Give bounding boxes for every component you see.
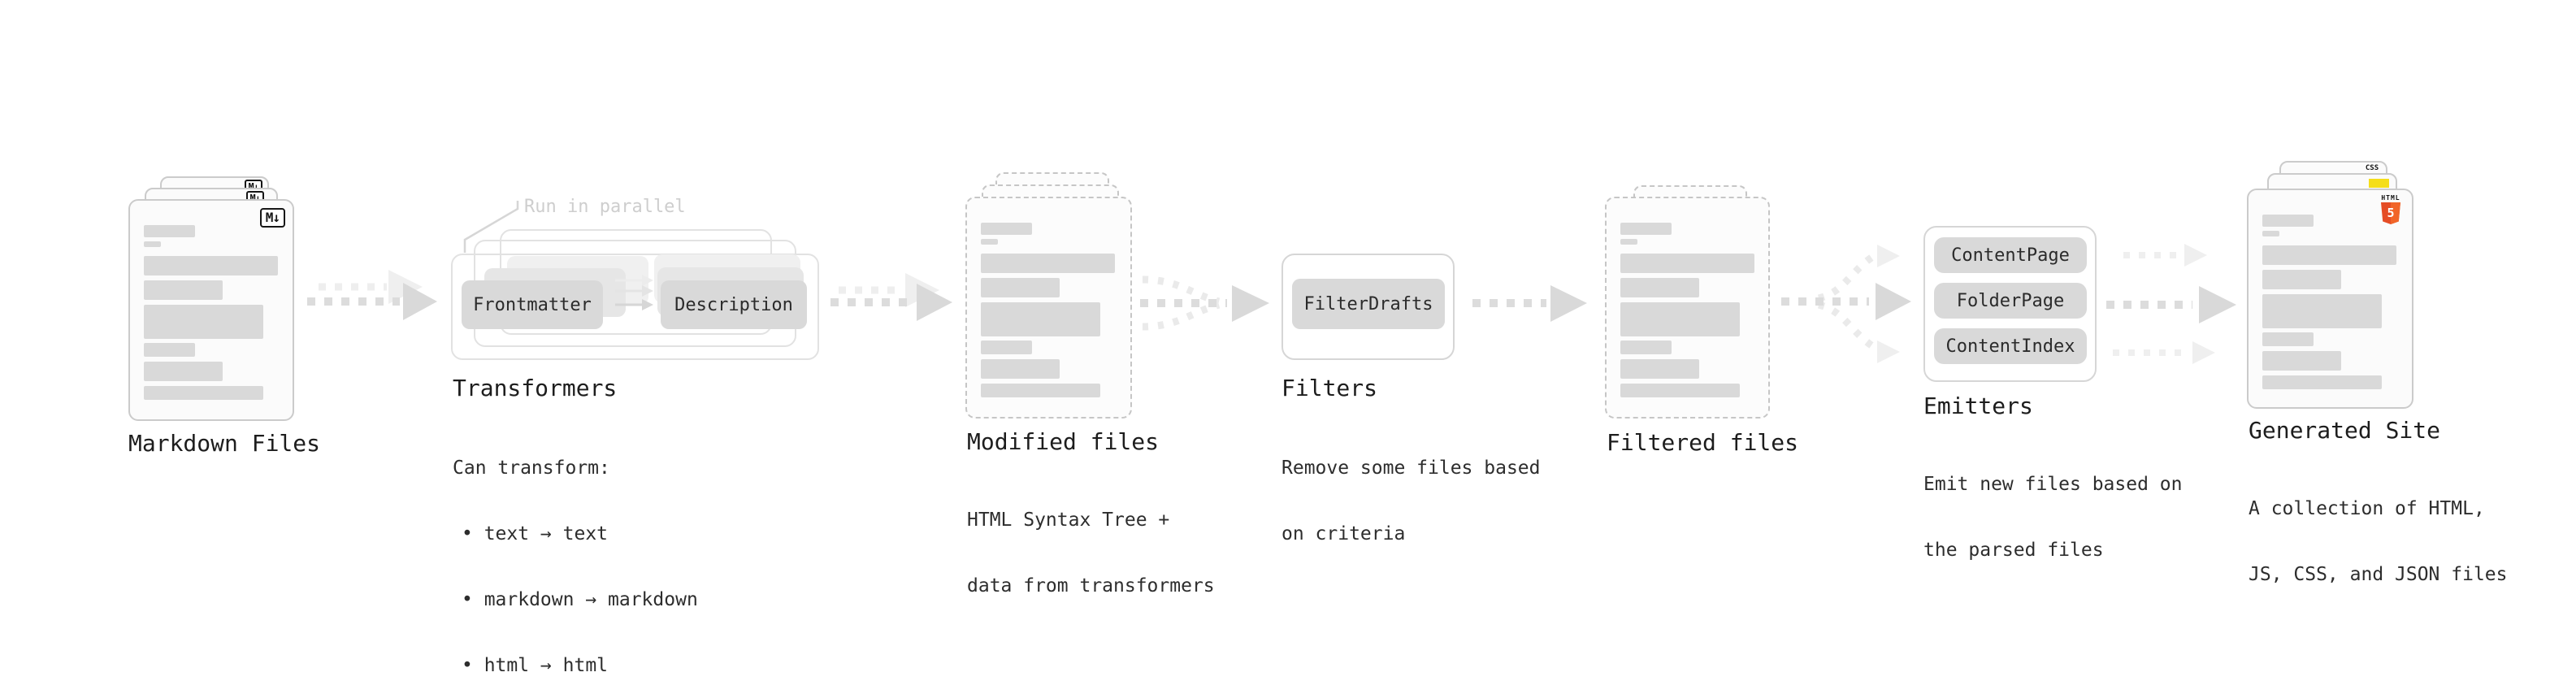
modified-file-card [965,197,1132,419]
placeholder-bar [981,239,998,245]
placeholder-bar [144,241,161,247]
placeholder-bar [981,302,1100,336]
placeholder-bar [144,386,263,400]
placeholder-bar [2262,215,2314,227]
arrow-markdown-to-transformers [307,270,437,320]
stage-description: A collection of HTML, JS, CSS, and JSON … [2249,454,2508,630]
stage-description: Can transform: • text → text • markdown … [453,414,698,681]
stage-title: Transformers [453,375,618,401]
transformer-description-chip: Description [661,280,807,329]
placeholder-bar [144,305,263,339]
placeholder-bar [1620,223,1672,235]
placeholder-bar [2262,231,2279,236]
desc-line: JS, CSS, and JSON files [2249,564,2508,585]
html5-icon-label: HTML [2381,194,2400,202]
stage-title: Filters [1281,375,1378,401]
desc-line: on criteria [1281,523,1406,544]
desc-line: the parsed files [1923,540,2104,561]
placeholder-bar [1620,340,1672,354]
stage-title: Modified files [967,428,1160,455]
js-icon [2369,179,2389,188]
filter-drafts-chip: FilterDrafts [1292,279,1445,329]
transformer-frontmatter-chip: Frontmatter [462,280,603,329]
stage-description: Remove some files based on criteria [1281,414,1541,589]
placeholder-bar [1620,384,1740,397]
placeholder-bar [2262,294,2382,328]
desc-line: data from transformers [967,575,1215,596]
bullet-item: • html → html [462,655,609,676]
placeholder-bar [981,278,1060,297]
arrows-emitters-to-generated [2106,244,2236,364]
placeholder-bar [981,359,1060,379]
placeholder-bar [1620,302,1740,336]
markdown-icon: M↓ [259,208,285,228]
markdown-file-card: M↓ [128,199,294,421]
arrow-filtered-to-emitters [1781,245,1911,363]
desc-line: HTML Syntax Tree + [967,510,1170,531]
placeholder-bar [2262,375,2382,389]
transformer-box-front [451,254,819,360]
placeholder-bar [1620,254,1754,273]
placeholder-bar [2262,270,2341,289]
placeholder-bar [144,343,195,357]
placeholder-bar [981,254,1115,273]
placeholder-bar [2262,245,2396,265]
placeholder-bar [1620,359,1699,379]
placeholder-bar [144,362,223,381]
bullet-item: • text → text [462,523,609,544]
placeholder-bar [2262,332,2314,346]
bullet-item: • markdown → markdown [462,589,698,610]
placeholder-bar [144,225,195,237]
css-icon-label: CSS [2365,164,2379,172]
emitter-contentindex-chip: ContentIndex [1934,328,2087,364]
placeholder-bar [981,223,1032,235]
arrow-modified-to-filters [1140,275,1269,331]
generated-site-card: HTML 5 [2247,189,2413,409]
stage-title: Markdown Files [128,430,321,457]
arrow-filters-to-filtered [1472,285,1587,322]
run-in-parallel-annotation: Run in parallel [524,197,686,217]
desc-heading: Can transform: [453,458,610,479]
arrow-transformers-to-modified [830,273,952,321]
desc-line: Emit new files based on [1923,474,2183,495]
filtered-file-card [1605,197,1770,419]
placeholder-bar [1620,239,1637,245]
placeholder-bar [981,384,1100,397]
placeholder-bar [144,280,223,300]
stage-description: HTML Syntax Tree + data from transformer… [967,466,1215,641]
stage-title: Filtered files [1607,429,1799,456]
stage-description: Emit new files based on the parsed files [1923,430,2183,605]
emitter-folderpage-chip: FolderPage [1934,283,2087,319]
placeholder-bar [981,340,1032,354]
desc-line: A collection of HTML, [2249,498,2485,519]
stage-title: Generated Site [2249,417,2441,444]
stage-title: Emitters [1923,393,2033,419]
html5-icon: HTML 5 [2379,194,2403,226]
placeholder-bar [144,256,278,275]
placeholder-bar [2262,351,2341,371]
desc-line: Remove some files based [1281,458,1541,479]
placeholder-bar [1620,278,1699,297]
emitter-contentpage-chip: ContentPage [1934,237,2087,273]
html5-icon-number: 5 [2387,206,2394,220]
